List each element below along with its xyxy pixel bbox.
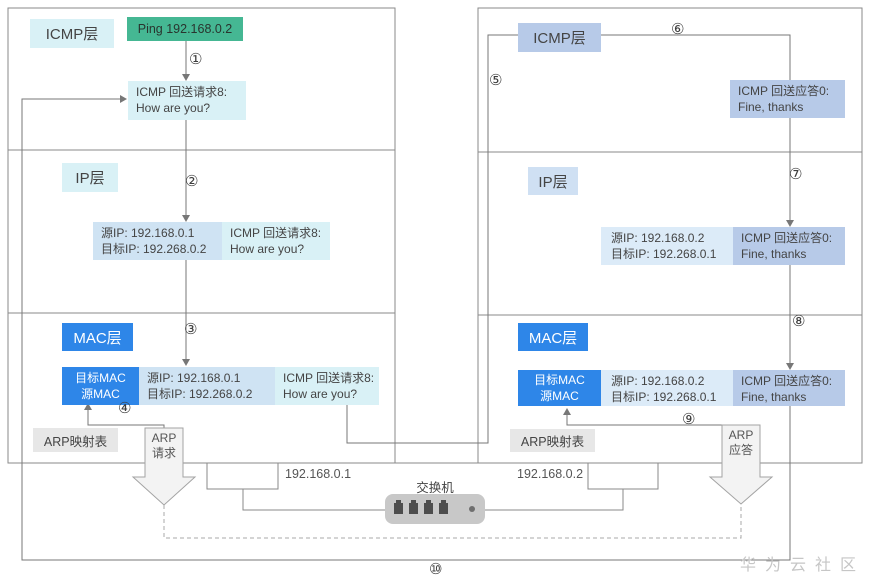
right-host-border <box>477 7 863 464</box>
left-host-border <box>7 7 396 464</box>
left-mac-header: 目标MAC 源MAC <box>62 367 139 405</box>
request-to-right-host-path <box>346 34 791 444</box>
dst-ip: 目标IP: 192.268.0.2 <box>101 242 207 256</box>
dst-ip: 目标IP: 192.268.0.1 <box>611 390 717 404</box>
step-10-label: ⑩ <box>429 561 443 578</box>
reply-word: 应答 <box>728 443 753 457</box>
payload-line1: ICMP 回送请求8: <box>230 226 322 240</box>
right-mac-payload: ICMP 回送应答0: Fine, thanks <box>733 370 845 406</box>
src-ip: 源IP: 192.168.0.2 <box>611 374 705 388</box>
dst-mac: 目标MAC <box>75 371 126 385</box>
right-mac-header: 目标MAC 源MAC <box>518 370 601 406</box>
icmp-request-line1: ICMP 回送请求8: <box>136 85 228 99</box>
right-switch-link <box>485 489 624 511</box>
right-arp-arrowhead <box>563 408 571 415</box>
right-arp-link <box>566 415 741 426</box>
step-1-label: ① <box>189 51 203 68</box>
icmp-request-line2: How are you? <box>136 101 211 115</box>
right-arp-table-box: ARP映射表 <box>510 429 595 452</box>
left-arp-arrowhead <box>84 403 92 410</box>
arp-word: ARP <box>151 431 177 445</box>
arp-request-arrow <box>131 427 197 506</box>
src-ip: 源IP: 192.168.0.2 <box>611 231 705 245</box>
icmp-reply-line1: ICMP 回送应答0: <box>738 84 830 98</box>
arp-request-arrow-label: ARP 请求 <box>145 431 183 461</box>
community-watermark: 华为云社区 <box>740 557 866 574</box>
src-ip: 源IP: 192.168.0.1 <box>147 371 241 385</box>
left-icmp-request-box: ICMP 回送请求8: How are you? <box>128 81 246 120</box>
right-icmp-layer-label: ICMP层 <box>518 23 601 52</box>
src-mac: 源MAC <box>540 389 579 403</box>
left-mac-payload: ICMP 回送请求8: How are you? <box>275 367 379 405</box>
right-nic-box <box>587 463 659 490</box>
step-9-label: ⑨ <box>682 411 696 428</box>
src-ip: 源IP: 192.168.0.1 <box>101 226 195 240</box>
request-word: 请求 <box>151 446 176 460</box>
step-3-label: ③ <box>184 321 198 338</box>
arp-reply-arrow <box>708 424 774 505</box>
step-7-label: ⑦ <box>789 166 803 183</box>
payload-line2: How are you? <box>283 387 358 401</box>
arp-broadcast-dashed-path <box>163 504 742 539</box>
dst-ip: 目标IP: 192.268.0.2 <box>147 387 253 401</box>
payload-line1: ICMP 回送应答0: <box>741 374 833 388</box>
left-mac-ip-header: 源IP: 192.168.0.1 目标IP: 192.268.0.2 <box>139 367 275 405</box>
right-flow-arrowheads <box>786 220 794 370</box>
payload-line1: ICMP 回送请求8: <box>283 371 375 385</box>
payload-line2: Fine, thanks <box>741 390 807 404</box>
right-mac-ip-header: 源IP: 192.168.0.2 目标IP: 192.268.0.1 <box>601 370 733 406</box>
right-ip-packet-header: 源IP: 192.168.0.2 目标IP: 192.268.0.1 <box>601 227 733 265</box>
left-ip-layer-label: IP层 <box>62 163 118 192</box>
left-arp-link <box>87 410 165 429</box>
step-4-label: ④ <box>118 400 132 417</box>
left-arp-table-box: ARP映射表 <box>33 428 118 452</box>
loop-arrowhead <box>120 95 127 103</box>
arp-word: ARP <box>728 428 754 442</box>
left-nic-box <box>206 463 279 490</box>
dst-mac: 目标MAC <box>534 373 585 387</box>
payload-line2: Fine, thanks <box>741 247 807 261</box>
left-flow-arrowheads <box>182 74 190 366</box>
left-mac-layer-label: MAC层 <box>62 323 133 351</box>
payload-line1: ICMP 回送应答0: <box>741 231 833 245</box>
icmp-reply-line2: Fine, thanks <box>738 100 804 114</box>
step10-return-path <box>21 98 791 561</box>
right-ip-packet-payload: ICMP 回送应答0: Fine, thanks <box>733 227 845 265</box>
right-icmp-reply-box: ICMP 回送应答0: Fine, thanks <box>730 80 845 118</box>
src-mac: 源MAC <box>81 387 120 401</box>
dst-ip: 目标IP: 192.268.0.1 <box>611 247 717 261</box>
arp-reply-arrow-label: ARP 应答 <box>722 428 760 458</box>
step-6-label: ⑥ <box>671 21 685 38</box>
left-switch-link <box>242 489 385 511</box>
right-nic-ip-label: 192.168.0.2 <box>517 467 584 481</box>
ping-command-box: Ping 192.168.0.2 <box>127 17 243 41</box>
step-2-label: ② <box>185 173 199 190</box>
switch-label: 交换机 <box>416 481 454 495</box>
right-mac-layer-label: MAC层 <box>518 323 588 351</box>
left-ip-packet-header: 源IP: 192.168.0.1 目标IP: 192.268.0.2 <box>93 222 222 260</box>
switch-icon <box>385 494 485 524</box>
left-nic-ip-label: 192.168.0.1 <box>285 467 352 481</box>
payload-line2: How are you? <box>230 242 305 256</box>
step-5-label: ⑤ <box>489 72 503 89</box>
left-ip-packet-payload: ICMP 回送请求8: How are you? <box>222 222 330 260</box>
step-8-label: ⑧ <box>792 313 806 330</box>
left-icmp-layer-label: ICMP层 <box>30 19 114 48</box>
right-ip-layer-label: IP层 <box>528 167 578 195</box>
